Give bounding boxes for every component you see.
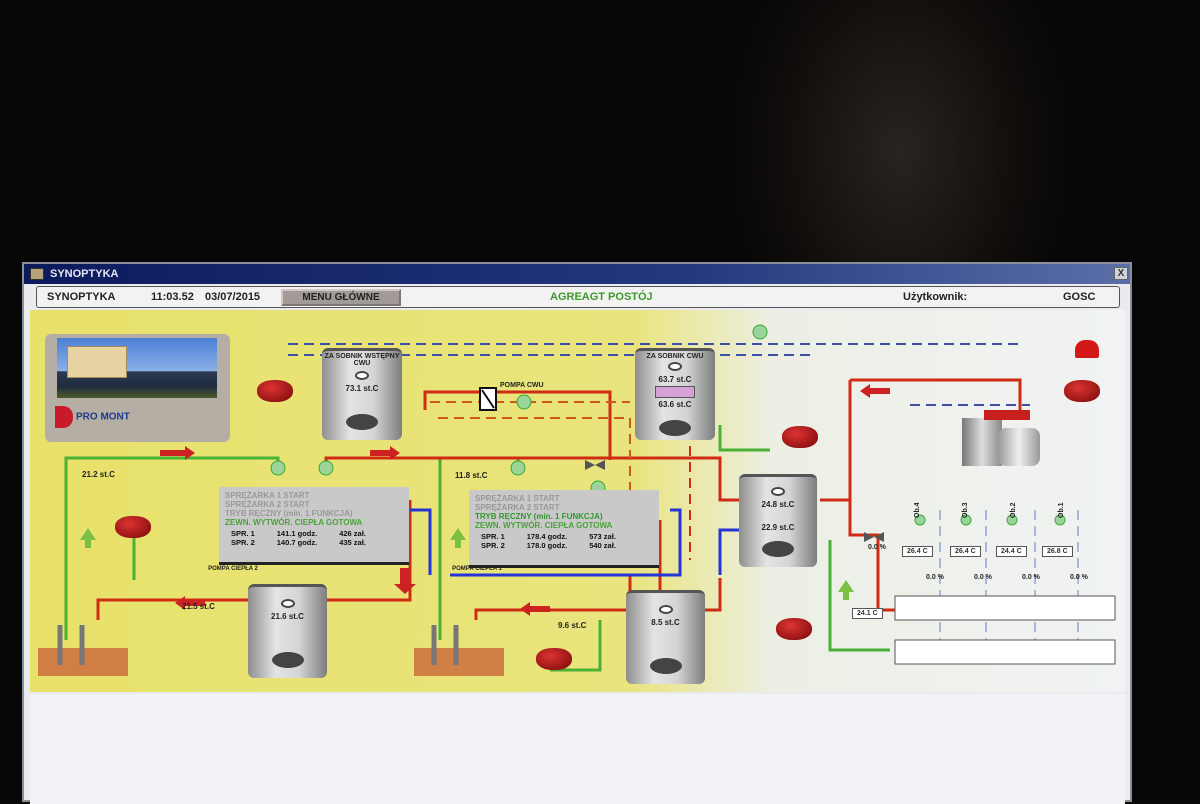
- circuit-3-name: Ob.3: [962, 502, 969, 518]
- circuit-4-temp: 26.4 C: [902, 546, 933, 557]
- compressor-1-status: SPRĘŻARKA 1 START: [475, 494, 560, 503]
- app-icon: [30, 268, 44, 280]
- tank-temp-top: 63.7 st.C: [658, 375, 692, 384]
- heat-pump-1-panel[interactable]: SPRĘŻARKA 1 START SPRĘŻARKA 2 START TRYB…: [469, 490, 659, 565]
- external-heat-status: ZEWN. WYTWÓR. CIEPŁA GOTOWA: [475, 521, 613, 530]
- tank-hp1[interactable]: 8.5 st.C: [626, 590, 705, 684]
- tank-temp-bottom: 22.9 st.C: [761, 523, 795, 532]
- heat-pump-2-label: POMPA CIEPŁA 2: [208, 566, 258, 572]
- circuit-1-temp: 26.8 C: [1042, 546, 1073, 557]
- trend-chart-icon[interactable]: [655, 386, 695, 398]
- expansion-vessel-icon: [776, 618, 812, 640]
- circuit-1-name: Ob.1: [1058, 502, 1065, 518]
- tank-temp-bottom: 63.6 st.C: [658, 400, 692, 409]
- expansion-vessel-icon: [115, 516, 151, 538]
- circuit-2-valve: 0.0 %: [1022, 574, 1040, 581]
- compressor-2-status: SPRĘŻARKA 2 START: [225, 500, 310, 509]
- manifold-temp: 24.1 C: [852, 608, 883, 619]
- tank-temp: 73.1 st.C: [345, 384, 379, 393]
- tank-temp: 8.5 st.C: [651, 618, 680, 627]
- tank-name: ZA SOBNIK CWU: [646, 353, 704, 360]
- unit-status: AGREAGT POSTÓJ: [550, 291, 653, 303]
- header-bar: SYNOPTYKA 11:03.52 03/07/2015 MENU GŁÓWN…: [36, 286, 1120, 308]
- tank-hp2[interactable]: 21.6 st.C: [248, 584, 327, 678]
- alarm-beacon-icon[interactable]: [1075, 340, 1099, 358]
- manual-mode-status: TRYB RĘCZNY (min. 1 FUNKCJA): [475, 512, 603, 521]
- brand-name: PRO MONT: [55, 406, 130, 428]
- user-label: Użytkownik:: [903, 291, 968, 303]
- return-right-temp: 9.6 st.C: [558, 621, 587, 630]
- ground-probes: [38, 648, 504, 676]
- title-bar[interactable]: SYNOPTYKA X: [24, 264, 1130, 284]
- dhw-pump-label: POMPA CWU: [500, 382, 544, 389]
- clock-date: 03/07/2015: [205, 291, 261, 303]
- user-name: GOSC: [1063, 291, 1096, 303]
- ground-loop-right-return: [474, 574, 632, 620]
- compressor-2-status: SPRĘŻARKA 2 START: [475, 503, 560, 512]
- tank-temp: 21.6 st.C: [271, 612, 304, 621]
- tank-name: ZA SOBNIK WSTĘPNY CWU: [324, 353, 400, 367]
- tank-buffer[interactable]: 24.8 st.C 22.9 st.C: [739, 474, 817, 567]
- circuit-3-temp: 26.4 C: [950, 546, 981, 557]
- expansion-vessel-icon: [257, 380, 293, 402]
- manifold-supply: [894, 595, 1116, 621]
- circuit-4-name: Ob.4: [914, 502, 921, 518]
- tank-dhw[interactable]: ZA SOBNIK CWU 63.7 st.C 63.6 st.C: [635, 348, 715, 440]
- circuit-4-valve: 0.0 %: [926, 574, 944, 581]
- ground-right-temp: 11.8 st.C: [455, 471, 488, 480]
- compressor-1-status: SPRĘŻARKA 1 START: [225, 491, 310, 500]
- circuit-2-name: Ob.2: [1010, 502, 1017, 518]
- tank-preheat-dhw[interactable]: ZA SOBNIK WSTĘPNY CWU 73.1 st.C: [322, 348, 402, 440]
- company-logo: PRO MONT: [45, 334, 230, 442]
- circuit-3-valve: 0.0 %: [974, 574, 992, 581]
- screen-name: SYNOPTYKA: [47, 291, 116, 303]
- synoptic-diagram: PRO MONT ZA SOBNIK WSTĘPNY CWU 73.1 st.C…: [30, 310, 1125, 692]
- return-left-temp: 21.5 st.C: [182, 602, 215, 611]
- boiler-icon: [962, 410, 1040, 472]
- expansion-vessel-icon: [1064, 380, 1100, 402]
- manifold-return: [894, 639, 1116, 665]
- tank-temp-top: 24.8 st.C: [761, 500, 795, 509]
- heat-pump-2-panel[interactable]: SPRĘŻARKA 1 START SPRĘŻARKA 2 START TRYB…: [219, 487, 409, 562]
- close-button[interactable]: X: [1114, 267, 1128, 280]
- circuit-1-valve: 0.0 %: [1070, 574, 1088, 581]
- circuit-2-temp: 24.4 C: [996, 546, 1027, 557]
- window-title: SYNOPTYKA: [50, 268, 119, 280]
- building-photo: [57, 338, 217, 398]
- mixer-valve-position: 0.0 %: [868, 544, 886, 551]
- external-heat-status: ZEWN. WYTWÓR. CIEPŁA GOTOWA: [225, 518, 363, 527]
- synoptyka-window: SYNOPTYKA X SYNOPTYKA 11:03.52 03/07/201…: [22, 262, 1132, 804]
- main-menu-button[interactable]: MENU GŁÓWNE: [281, 289, 401, 306]
- flow-arrows: [160, 384, 890, 616]
- clock-time: 11:03.52: [151, 291, 194, 303]
- expansion-vessel-icon: [536, 648, 572, 670]
- ground-left-temp: 21.2 st.C: [82, 470, 115, 479]
- empty-panel-area: [30, 694, 1125, 804]
- heat-pump-1-label: POMPA CIEPŁA 1: [452, 566, 502, 572]
- manual-mode-status: TRYB RĘCZNY (min. 1 FUNKCJA): [225, 509, 353, 518]
- expansion-vessel-icon: [782, 426, 818, 448]
